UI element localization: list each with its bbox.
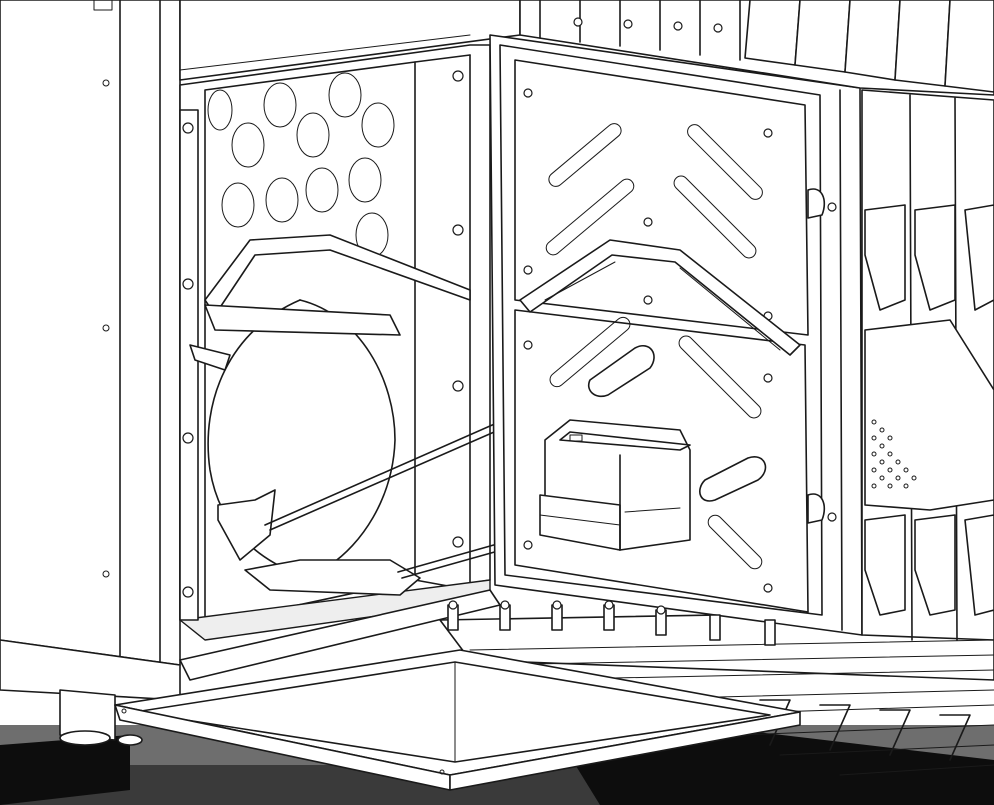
cabinet-interior	[179, 44, 491, 641]
door-hinges	[807, 188, 837, 524]
vent-holes	[207, 72, 395, 258]
base-rail	[179, 589, 776, 681]
leveling-feet	[447, 600, 776, 646]
left-frame-rail	[179, 70, 464, 621]
vent-dot-grid	[871, 419, 917, 489]
door-handles	[588, 345, 767, 502]
top-racks	[519, 0, 994, 96]
door-chevron-bar	[519, 239, 801, 356]
adjacent-cabinets	[861, 89, 994, 641]
door-louvers	[545, 123, 763, 570]
left-cabinet-side	[0, 0, 181, 746]
open-door	[489, 34, 863, 636]
drip-tray	[114, 649, 801, 791]
control-box	[539, 419, 691, 551]
